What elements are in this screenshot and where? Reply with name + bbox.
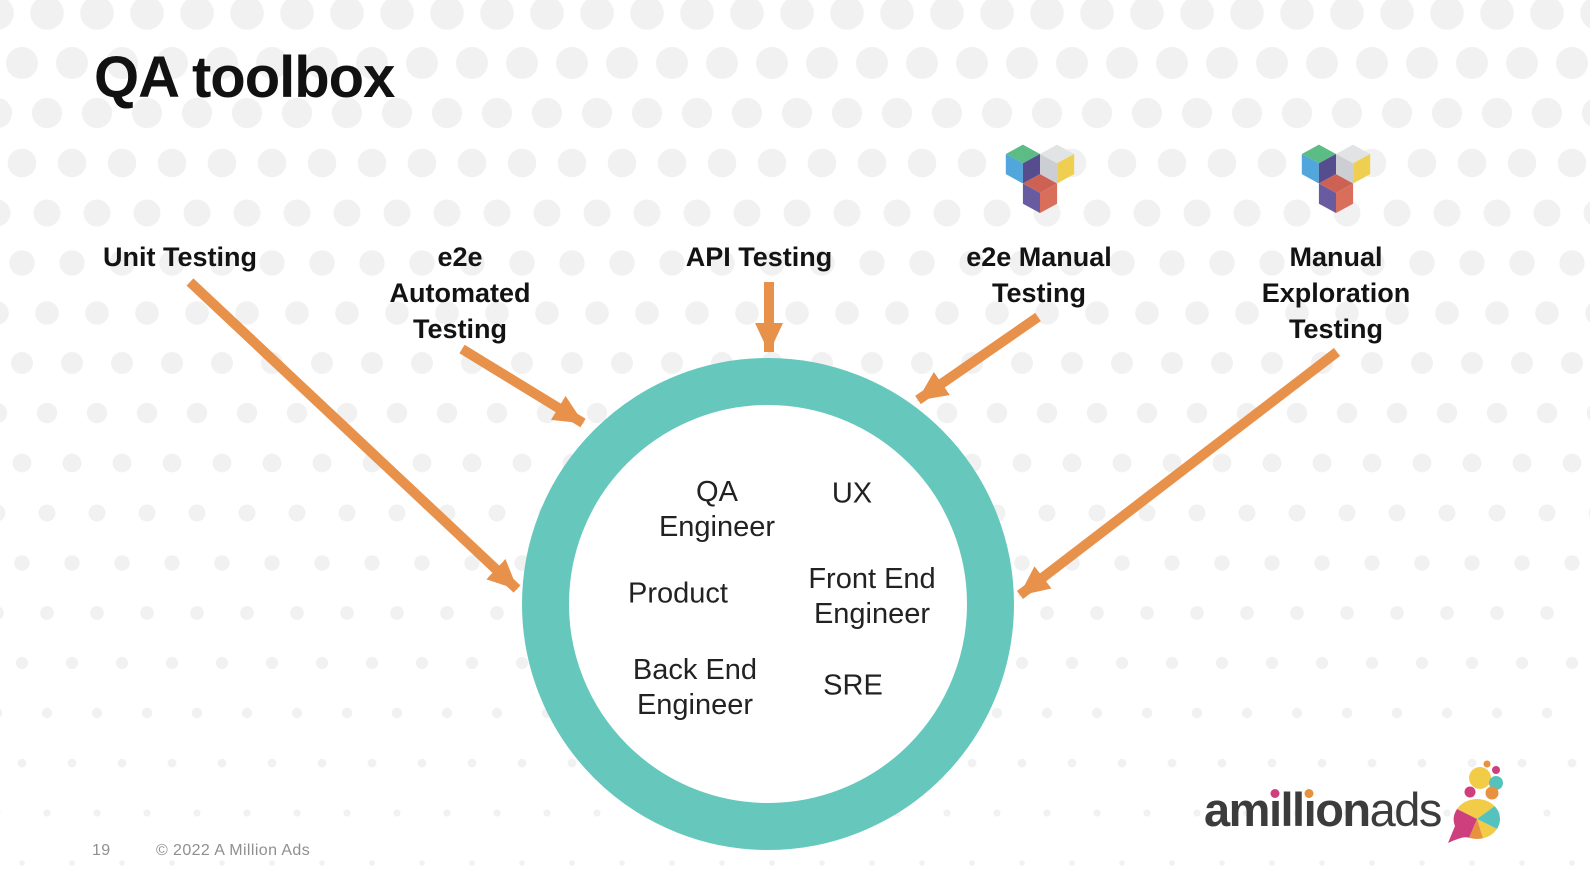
logo-text: amıllıonads xyxy=(1204,780,1443,840)
arrow-e2e-manual-testing xyxy=(915,312,1041,405)
tool-label-line: Testing xyxy=(1288,314,1383,344)
tool-label-api-testing: API Testing xyxy=(686,239,833,275)
role-line: Engineer xyxy=(813,598,931,630)
logo-i-pink-dot: ı xyxy=(1269,780,1282,840)
tool-label-unit-testing: Unit Testing xyxy=(103,239,257,275)
logo-bird-bubble-icon xyxy=(1447,760,1503,843)
role-line: Product xyxy=(628,577,728,610)
logo-text-segment: am xyxy=(1204,783,1270,836)
arrow-manual-exploration-testing xyxy=(1016,348,1341,599)
team-circle xyxy=(522,358,1014,850)
role-label-qa-engineer: QA Engineer xyxy=(659,475,775,545)
copyright: © 2022 A Million Ads xyxy=(156,842,311,859)
logo-text-segment: ads xyxy=(1369,783,1443,836)
tool-label-line: e2e Manual xyxy=(966,242,1112,272)
cube-hexagon-icon xyxy=(1005,144,1075,214)
amillionads-logo: amıllıonads xyxy=(1204,760,1509,847)
slide-title: QA toolbox xyxy=(94,45,395,110)
role-line: SRE xyxy=(823,669,883,702)
tool-label-line: Unit Testing xyxy=(103,242,257,272)
tool-label-manual-exploration-testing: Manual Exploration Testing xyxy=(1262,239,1411,347)
role-line: UX xyxy=(831,477,873,510)
role-line: Front End xyxy=(808,563,936,595)
tool-label-line: Testing xyxy=(992,278,1086,308)
role-line: Engineer xyxy=(658,511,776,543)
role-label-product: Product xyxy=(628,577,728,612)
logo-text-segment: on xyxy=(1315,783,1371,836)
tool-label-line: Exploration xyxy=(1261,278,1411,308)
arrow-e2e-automated-testing xyxy=(459,344,586,428)
tool-label-line: e2e xyxy=(437,242,483,272)
role-line: Engineer xyxy=(636,689,754,721)
role-label-front-end-engineer: Front End Engineer xyxy=(808,562,935,632)
page-number: 19 xyxy=(92,842,111,859)
logo-text-segment: ll xyxy=(1280,783,1306,836)
role-label-sre: SRE xyxy=(823,669,883,704)
role-line: Back End xyxy=(632,654,758,686)
role-label-back-end-engineer: Back End Engineer xyxy=(633,653,757,723)
role-label-ux: UX xyxy=(832,477,872,512)
tool-label-line: API Testing xyxy=(685,242,833,272)
logo-i-orange-dot: ı xyxy=(1304,780,1317,840)
tool-label-line: Testing xyxy=(413,314,507,344)
tool-label-line: Manual xyxy=(1289,242,1383,272)
tool-label-e2e-manual-testing: e2e Manual Testing xyxy=(966,239,1112,311)
role-line: QA xyxy=(696,476,738,508)
cube-hexagon-icon xyxy=(1301,144,1371,214)
tool-label-e2e-automated-testing: e2e Automated Testing xyxy=(390,239,531,347)
tool-label-line: Automated xyxy=(389,278,531,308)
